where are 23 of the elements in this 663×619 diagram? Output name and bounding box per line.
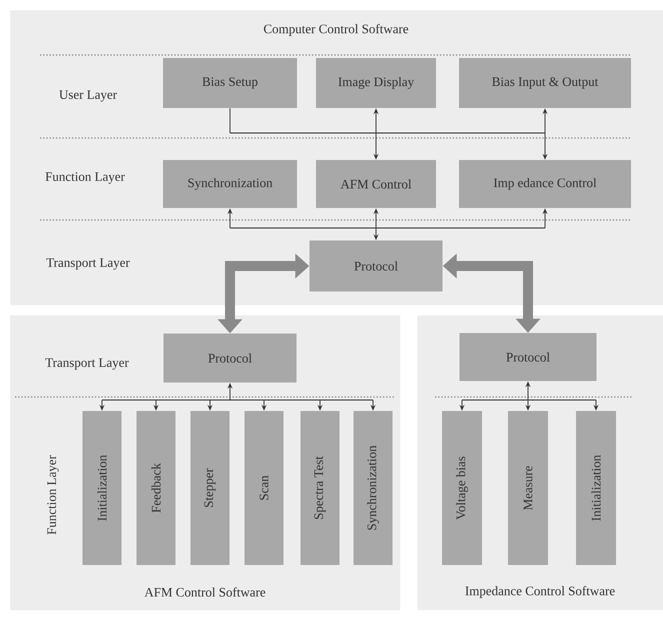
process-box: Bias Input & Output	[459, 58, 631, 108]
module-box: Voltage bias	[442, 411, 482, 565]
process-box: Protocol	[310, 240, 442, 292]
layer-label: Transport Layer	[45, 358, 129, 370]
process-box: Protocol	[164, 334, 296, 382]
module-box: Spectra Test	[300, 411, 340, 565]
process-box: Synchronization	[163, 160, 297, 208]
module-box: Initialization	[576, 411, 616, 565]
layer-label: Function Layer	[46, 172, 125, 184]
layer-label: Transport Layer	[46, 258, 130, 270]
module-box: Initialization	[82, 411, 122, 565]
process-box: Image Display	[316, 58, 436, 108]
layer-label: Function Layer	[47, 455, 59, 535]
module-box: Stepper	[190, 411, 230, 565]
layer-label: User Layer	[59, 90, 117, 102]
process-box: Protocol	[460, 333, 596, 381]
process-box: AFM Control	[316, 160, 436, 208]
process-box: Imp edance Control	[459, 160, 631, 208]
module-box: Synchronization	[354, 411, 392, 565]
module-box: Measure	[508, 411, 548, 565]
module-box: Scan	[244, 411, 284, 565]
module-box: Feedback	[136, 411, 176, 565]
process-box: Bias Setup	[163, 58, 297, 108]
